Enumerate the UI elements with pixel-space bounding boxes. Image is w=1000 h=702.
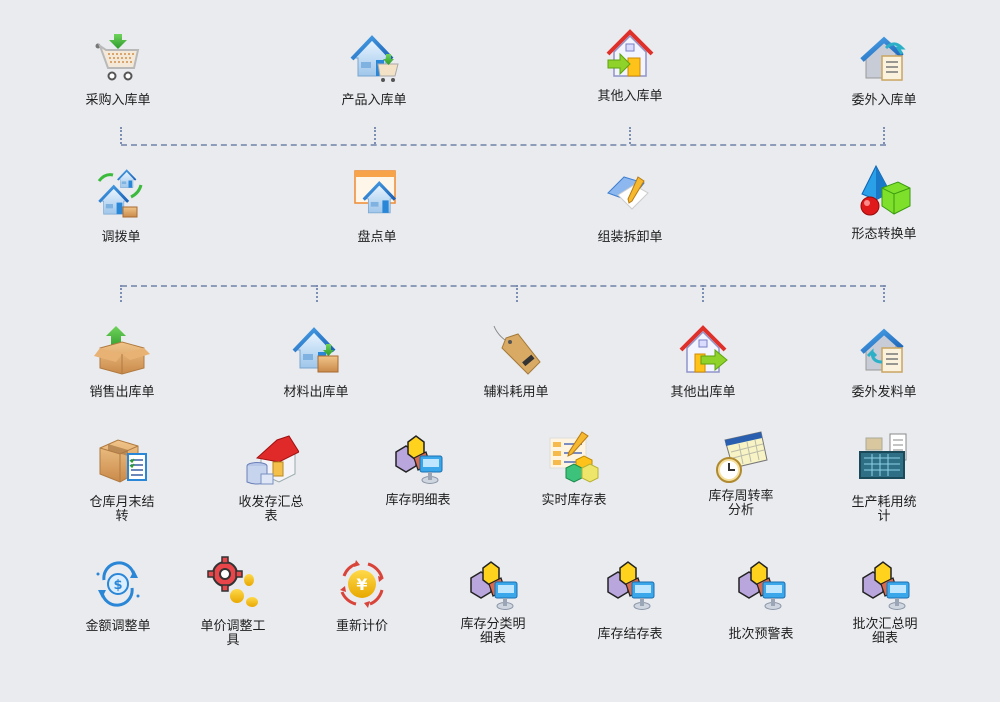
form-conversion-button[interactable]: 形态转换单 [829,164,939,242]
item-label: 委外发料单 [851,385,917,400]
amount-adjustment-button[interactable]: $ 金额调整单 [63,556,173,634]
item-label: 生产耗用统计 [851,495,917,524]
house-document-out-icon [860,328,904,373]
item-label: 实时库存表 [541,493,607,508]
form-cubes-icon [549,431,599,483]
connector-mid-drop [702,285,704,302]
house-arrow-out-icon [679,325,728,373]
svg-text:¥: ¥ [356,575,367,594]
item-label: 销售出库单 [89,385,155,400]
item-label: 材料出库单 [283,385,349,400]
item-label: 单价调整工具 [200,619,266,648]
auxiliary-consumption-button[interactable]: 辅料耗用单 [461,322,571,400]
batch-warning-button[interactable]: 批次预警表 [706,556,816,642]
sales-outbound-button[interactable]: 销售出库单 [67,322,177,400]
revaluation-button[interactable]: ¥ 重新计价 [307,556,417,634]
item-label: 金额调整单 [85,619,151,634]
warehouse-check-icon [354,170,397,215]
box-checklist-icon [99,439,147,483]
item-label: 其他出库单 [670,385,736,400]
box-arrow-up-icon [94,326,150,375]
unit-price-adjustment-button[interactable]: 单价调整工具 [178,556,288,648]
connector-top-drop [629,127,631,144]
cubes-computer-icon [857,556,913,612]
gear-coins-icon [207,556,258,607]
stocktake-order-button[interactable]: 盘点单 [322,167,432,245]
house-document-icon [860,36,906,81]
item-label: 采购入库单 [85,93,151,108]
yen-cycle-icon: ¥ [340,560,384,608]
cubes-computer-icon [602,556,658,612]
inventory-balance-button[interactable]: 库存结存表 [575,556,685,642]
transfer-order-button[interactable]: 调拨单 [66,167,176,245]
item-label: 库存周转率分析 [708,489,774,518]
outsource-inbound-button[interactable]: 委外入库单 [829,30,939,108]
document-pencil-icon [607,176,649,210]
production-consumption-button[interactable]: 生产耗用统计 [829,432,939,524]
outsource-issue-button[interactable]: 委外发料单 [829,322,939,400]
item-label: 盘点单 [357,230,397,245]
item-label: 批次汇总明细表 [852,617,918,646]
house-arrow-in-icon [606,29,654,77]
product-inbound-button[interactable]: 产品入库单 [319,30,429,108]
production-board-icon [859,433,907,479]
other-outbound-button[interactable]: 其他出库单 [648,322,758,400]
item-label: 形态转换单 [851,227,917,242]
calendar-clock-icon [716,431,768,483]
realtime-inventory-button[interactable]: 实时库存表 [519,430,629,508]
warehouse-transfer-icon [97,169,143,218]
connector-top-horizontal [121,144,886,146]
house-database-icon [246,435,299,485]
item-label: 库存明细表 [385,493,451,508]
cubes-computer-icon [465,556,521,612]
other-inbound-button[interactable]: 其他入库单 [575,26,685,104]
item-label: 库存分类明细表 [460,617,526,646]
connector-top-drop [883,127,885,144]
item-label: 其他入库单 [597,89,663,104]
item-label: 组装拆卸单 [597,230,663,245]
connector-mid-drop [516,285,518,302]
connector-mid-drop [316,285,318,302]
item-label: 收发存汇总表 [238,495,304,524]
receive-issue-summary-button[interactable]: 收发存汇总表 [216,432,326,524]
assembly-disassembly-button[interactable]: 组装拆卸单 [575,167,685,245]
shopping-cart-in-icon [95,34,140,81]
material-outbound-button[interactable]: 材料出库单 [261,322,371,400]
warehouse-cart-icon [346,30,399,82]
item-label: 重新计价 [335,619,388,634]
warehouse-box-icon [288,322,339,373]
inventory-category-detail-button[interactable]: 库存分类明细表 [438,556,548,646]
cubes-computer-icon [390,430,446,486]
item-label: 辅料耗用单 [483,385,549,400]
connector-mid-drop [883,285,885,302]
item-label: 仓库月末结转 [89,495,155,524]
purchase-inbound-button[interactable]: 采购入库单 [63,30,173,108]
connector-top-drop [120,127,122,144]
connector-top-drop [374,127,376,144]
connector-mid-drop [120,285,122,302]
item-label: 库存结存表 [597,627,663,642]
item-label: 调拨单 [101,230,141,245]
shapes-icon [860,164,911,216]
inventory-detail-button[interactable]: 库存明细表 [363,430,473,508]
item-label: 批次预警表 [728,627,794,642]
month-end-closing-button[interactable]: 仓库月末结转 [67,432,177,524]
item-label: 委外入库单 [851,93,917,108]
cubes-computer-icon [733,556,789,612]
turnover-analysis-button[interactable]: 库存周转率分析 [686,430,796,518]
svg-text:$: $ [113,578,122,593]
connector-mid-horizontal [121,285,886,287]
item-label: 产品入库单 [341,93,407,108]
batch-summary-detail-button[interactable]: 批次汇总明细表 [830,556,940,646]
tag-icon [493,325,541,375]
dollar-cycle-icon: $ [96,561,140,607]
